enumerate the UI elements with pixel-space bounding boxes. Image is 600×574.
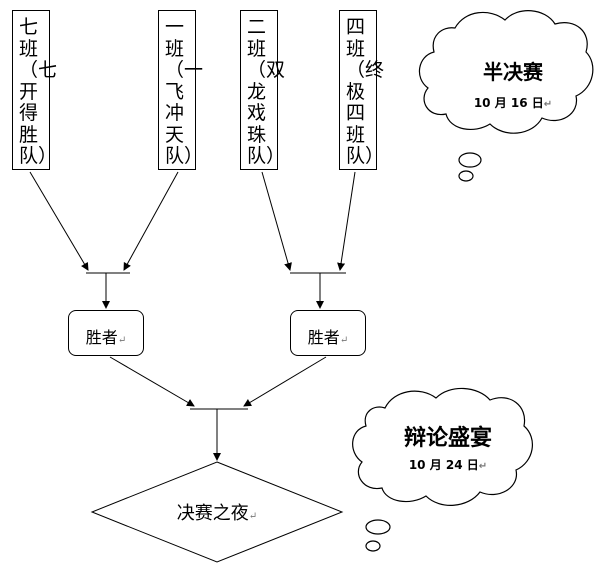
team-box-class2: 二班（双龙戏珠队） — [240, 10, 286, 170]
paragraph-mark: ↵ — [543, 99, 553, 110]
arrow-winner-left-to-final-bracket — [109, 356, 195, 407]
winner-label-right: 胜者 — [307, 328, 340, 347]
debate-cloud-bubble-large — [365, 519, 391, 535]
team-label-class7: 七班（七开得胜队） — [19, 16, 58, 167]
debate-cloud-bubble-small — [365, 540, 381, 552]
semifinal-date: 10 月 16 日 — [473, 96, 544, 110]
team-label-class1: 一班（一飞冲天队） — [165, 16, 204, 167]
team-box-class4: 四班（终极四班队） — [339, 10, 385, 170]
winner-box-right: 胜者↵ — [290, 310, 366, 356]
debate-cloud — [352, 387, 533, 552]
final-label: 决赛之夜 — [176, 503, 249, 524]
paragraph-mark: ↵ — [339, 335, 349, 346]
paragraph-mark: ↵ — [248, 511, 258, 522]
paragraph-mark: ↵ — [478, 461, 488, 472]
semifinal-cloud-bubble-large — [458, 152, 482, 168]
semifinal-cloud — [418, 10, 594, 182]
debate-date: 10 月 24 日 — [408, 458, 479, 472]
team-box-class1: 一班（一飞冲天队） — [158, 10, 204, 170]
team-box-class7: 七班（七开得胜队） — [12, 10, 58, 170]
arrow-winner-right-to-final-bracket — [243, 356, 327, 407]
team-label-class2: 二班（双龙戏珠队） — [247, 16, 286, 167]
arrow-team4-to-bracket-right — [337, 171, 356, 271]
debate-title: 辩论盛宴 — [403, 426, 492, 451]
semifinal-cloud-bubble-small — [458, 170, 474, 182]
arrow-team1-to-bracket-left — [29, 171, 89, 271]
arrow-team3-to-bracket-right — [261, 171, 292, 271]
arrow-team2-to-bracket-left — [123, 171, 179, 271]
winner-box-left: 胜者↵ — [68, 310, 144, 356]
paragraph-mark: ↵ — [117, 335, 127, 346]
team-label-class4: 四班（终极四班队） — [346, 16, 385, 167]
semifinal-title: 半决赛 — [483, 60, 543, 84]
final-diamond — [90, 461, 344, 563]
winner-label-left: 胜者 — [85, 328, 118, 347]
